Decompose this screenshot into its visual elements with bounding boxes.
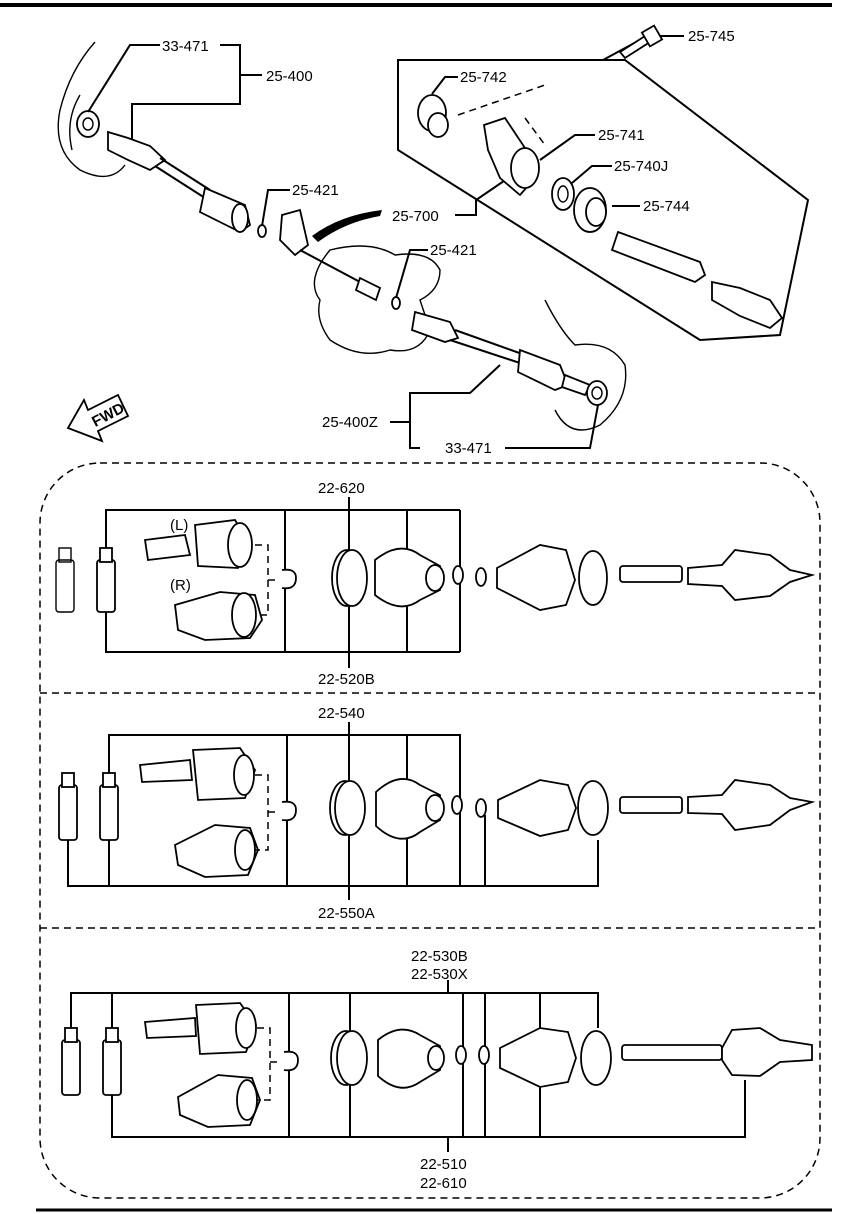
left-outer-joint — [107, 130, 167, 172]
label-22-610: 22-610 — [420, 1175, 467, 1192]
label-R: (R) — [170, 577, 191, 594]
label-25-744: 25-744 — [643, 198, 690, 215]
clamp-g1-b — [475, 567, 487, 587]
circlip-right — [391, 296, 401, 310]
joint-shaft — [610, 230, 707, 284]
boot-band-g3-b — [580, 1030, 612, 1086]
label-22-520b: 22-520B — [318, 671, 375, 688]
grease-tube-3 — [58, 784, 78, 841]
left-hub-seal — [76, 110, 100, 138]
left-knuckle — [57, 41, 126, 178]
differential-side — [279, 208, 310, 257]
shaft-g1 — [619, 565, 683, 583]
grease-tube-1 — [55, 559, 75, 613]
clamp-g2-a — [451, 795, 463, 815]
outer-joint-g1 — [687, 549, 816, 601]
label-25-742: 25-742 — [460, 69, 507, 86]
grease-tube-4 — [99, 784, 119, 841]
outer-boot-g2 — [497, 779, 577, 837]
label-25-745: 25-745 — [688, 28, 735, 45]
label-22-620: 22-620 — [318, 480, 365, 497]
clamp-g2-b — [475, 798, 487, 818]
boot-band-g2-b — [577, 780, 609, 836]
label-25-741: 25-741 — [598, 127, 645, 144]
label-25-400: 25-400 — [266, 68, 313, 85]
circlip-g2 — [281, 800, 297, 822]
label-22-550a: 22-550A — [318, 905, 375, 922]
shaft-g3 — [621, 1044, 723, 1061]
kit-group-2: 22-540 22-550A — [58, 705, 816, 922]
kit-group-3: 22-530B 22-530X 22-510 22-610 — [61, 948, 813, 1192]
label-25-421-left: 25-421 — [292, 182, 339, 199]
clamp-g3-a — [455, 1045, 467, 1065]
inner-joint-g3-shaft — [143, 1017, 197, 1039]
circlip-left — [257, 224, 267, 238]
transaxle-case — [313, 245, 441, 355]
label-22-540: 22-540 — [318, 705, 365, 722]
kit-group-1: 22-620 22-520B (L) (R) — [55, 480, 816, 688]
label-25-700: 25-700 — [392, 208, 439, 225]
circlip-g1 — [281, 568, 297, 590]
outer-boot-g3 — [499, 1027, 577, 1088]
grease-tube-2 — [96, 559, 116, 613]
right-hub-seal — [586, 380, 608, 406]
label-25-400z: 25-400Z — [322, 414, 378, 431]
grease-tube-5 — [61, 1039, 81, 1096]
shaft-g2 — [619, 796, 683, 814]
kit-panel-border — [39, 462, 821, 1199]
grease-tube-6 — [102, 1039, 122, 1096]
bearing-25-740j — [551, 177, 575, 211]
right-outer-boot — [517, 348, 570, 391]
inner-joint-g2-shaft — [138, 759, 193, 783]
circlip-g3 — [283, 1050, 299, 1072]
joint-shaft-end — [711, 280, 784, 330]
outer-joint-g3 — [721, 1027, 813, 1077]
label-22-530x: 22-530X — [411, 966, 468, 983]
outer-boot-g1 — [496, 544, 576, 611]
top-assembly-view: FWD 33-471 25-400 25-421 25-700 25-421 2… — [57, 24, 810, 457]
boot-band-g1-b — [578, 550, 608, 606]
right-inner-joint — [410, 310, 460, 343]
fwd-arrow: FWD — [66, 393, 130, 443]
label-33-471-bottom: 33-471 — [445, 440, 492, 457]
inner-boot-g3 — [377, 1028, 441, 1089]
label-22-530b: 22-530B — [411, 948, 468, 965]
clamp-g1-a — [452, 565, 464, 585]
inner-joint-L-shaft — [143, 534, 192, 561]
clamp-g3-b — [478, 1045, 490, 1065]
arrow-25-700 — [312, 210, 382, 242]
right-knuckle — [544, 299, 627, 431]
label-25-421-right: 25-421 — [430, 242, 477, 259]
label-33-471-top: 33-471 — [162, 38, 209, 55]
label-22-510: 22-510 — [420, 1156, 467, 1173]
bracket-box-25-700 — [397, 59, 810, 342]
label-L: (L) — [170, 517, 188, 534]
outer-joint-g2 — [687, 779, 816, 831]
label-25-740j: 25-740J — [614, 158, 668, 175]
